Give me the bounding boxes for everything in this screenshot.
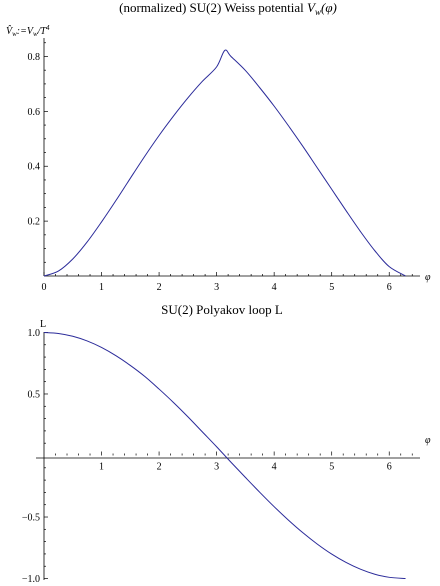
x-tick-label: 2 [157,282,162,293]
y-tick-label: 0.2 [28,217,41,228]
y-tick-label: 0.8 [28,52,41,63]
chart1-xlabel: φ [425,272,431,283]
chart1-ylabel: V̂w:=Vw/T4 [6,24,50,38]
x-tick-label: 5 [329,462,334,473]
x-tick-label: 1 [99,462,104,473]
x-tick-label: 2 [157,462,162,473]
x-tick-label: 6 [387,282,392,293]
y-tick-label: −1.0 [22,574,40,585]
chart2-ticks: 1 2 3 4 5 6 −1.0 −0.5 0.5 1.0 [22,328,413,585]
polyakov-loop-chart: SU(2) Polyakov loop L L 1 2 3 4 5 6 −1.0 −0.5 0.… [22,302,431,585]
x-tick-label: 1 [99,282,104,293]
y-tick-label: −0.5 [22,513,40,524]
chart1-title: (normalized) SU(2) Weiss potential Vw(φ) [119,0,337,17]
chart1-series-line [43,49,406,277]
x-tick-label: 6 [387,462,392,473]
x-tick-label: 3 [214,462,219,473]
y-tick-label: 0.6 [28,107,41,118]
chart2-xlabel: φ [425,435,431,446]
x-tick-label: 4 [272,282,277,293]
x-tick-label: 5 [329,282,334,293]
chart2-ylabel: L [40,319,46,330]
weiss-potential-chart: (normalized) SU(2) Weiss potential Vw(φ)… [6,0,431,293]
chart1-ticks: 0 1 2 3 4 5 6 0.2 0.4 0.6 0.8 [28,42,413,293]
y-tick-label: 1.0 [28,328,41,339]
chart2-series-line [43,331,406,580]
x-tick-label: 0 [42,282,47,293]
x-tick-label: 4 [272,462,277,473]
x-tick-label: 3 [214,282,219,293]
y-tick-label: 0.5 [28,389,41,400]
chart2-title: SU(2) Polyakov loop L [161,302,283,317]
y-tick-label: 0.4 [28,162,41,173]
